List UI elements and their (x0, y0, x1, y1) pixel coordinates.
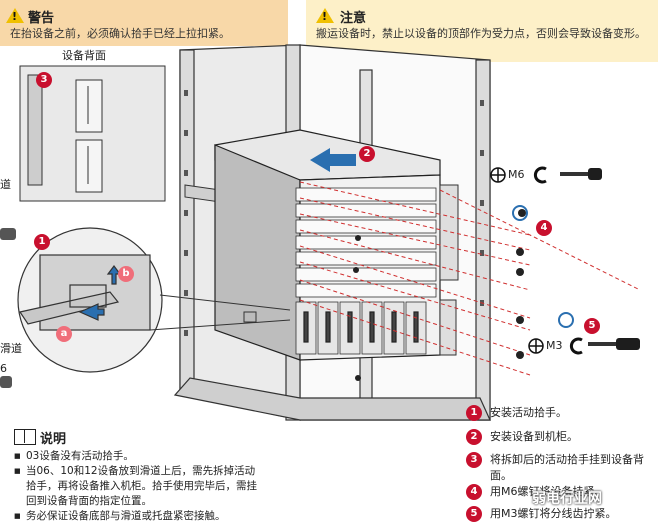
left-edge-label-2: 滑道 (0, 342, 22, 355)
explanation-item: 03设备没有活动拾手。 (14, 449, 264, 464)
screwdriver-top (560, 168, 602, 180)
warning-box: ! 警告 在抬设备之前，必须确认拾手已经上拉扣紧。 (0, 0, 288, 46)
legend-text: 用M6螺钉将设备挂紧。 (490, 485, 606, 498)
book-spine (24, 429, 25, 443)
mounting-ears (439, 184, 459, 356)
caution-icon: ! (316, 8, 334, 23)
legend-text: 安装设备到机柜。 (490, 430, 578, 443)
m6-label: M6 (508, 168, 525, 181)
callout-3-device-back: 3 (36, 72, 52, 88)
left-edge-label-1: 道 (0, 178, 11, 191)
device-back-inset (19, 65, 166, 202)
explanation-item: 当06、10和12设备放到滑道上后，需先拆掉活动拾手，再将设备推入机柜。拾手使用… (14, 464, 264, 509)
warning-title: 警告 (28, 11, 55, 26)
legend-text: 将拆卸后的活动拾手挂到设备背面。 (490, 453, 644, 482)
screws (353, 209, 526, 381)
rotate-arrow-icon (533, 166, 583, 355)
rail-holes (184, 90, 484, 336)
callout-1: 1 (34, 234, 50, 250)
screw-guide-lines (299, 181, 641, 376)
explanation-item: 务必保证设备底部与滑道或托盘紧密接触。 (14, 509, 264, 524)
legend-num: 1 (466, 405, 482, 421)
handle-detail-circle (17, 227, 291, 373)
m3-label: M3 (546, 339, 563, 352)
legend-text: 安装活动拾手。 (490, 406, 567, 419)
callout-2: 2 (359, 146, 375, 162)
device-back-label: 设备背面 (62, 49, 106, 62)
callout-5: 5 (584, 318, 600, 334)
note-title: 注意 (340, 11, 367, 26)
legend-num: 5 (466, 506, 482, 522)
m3-screw-icon (528, 338, 544, 354)
left-edge-label-3: 6 (0, 362, 7, 375)
explanation-box: 说明 03设备没有活动拾手。 当06、10和12设备放到滑道上后，需先拆掉活动拾… (14, 428, 264, 524)
m6-screw-icon (490, 167, 506, 183)
callout-a: a (56, 326, 72, 342)
legend-num: 4 (466, 484, 482, 500)
rotation-markers (512, 205, 574, 328)
screwdriver-bottom (588, 338, 640, 350)
handle-mount-slot (243, 311, 257, 323)
warning-text: 在抬设备之前，必须确认拾手已经上拉扣紧。 (10, 27, 230, 40)
explanation-title: 说明 (40, 432, 67, 447)
push-arrow (310, 148, 356, 172)
left-edge-handles (0, 228, 16, 388)
legend-num: 2 (466, 429, 482, 445)
warning-icon: ! (6, 8, 24, 23)
legend-num: 3 (466, 452, 482, 468)
callout-b: b (118, 266, 134, 282)
watermark: 弱电行业网 (532, 491, 602, 507)
legend-text: 用M3螺钉将分线齿拧紧。 (490, 507, 617, 520)
note-text: 搬运设备时，禁止以设备的顶部作为受力点，否则会导致设备变形。 (316, 27, 646, 40)
callout-4: 4 (536, 220, 552, 236)
book-icon (14, 429, 36, 445)
step-legend: 1 安装活动拾手。 2 安装设备到机柜。 3 将拆卸后的活动拾手挂到设备背面。 … (462, 402, 652, 527)
